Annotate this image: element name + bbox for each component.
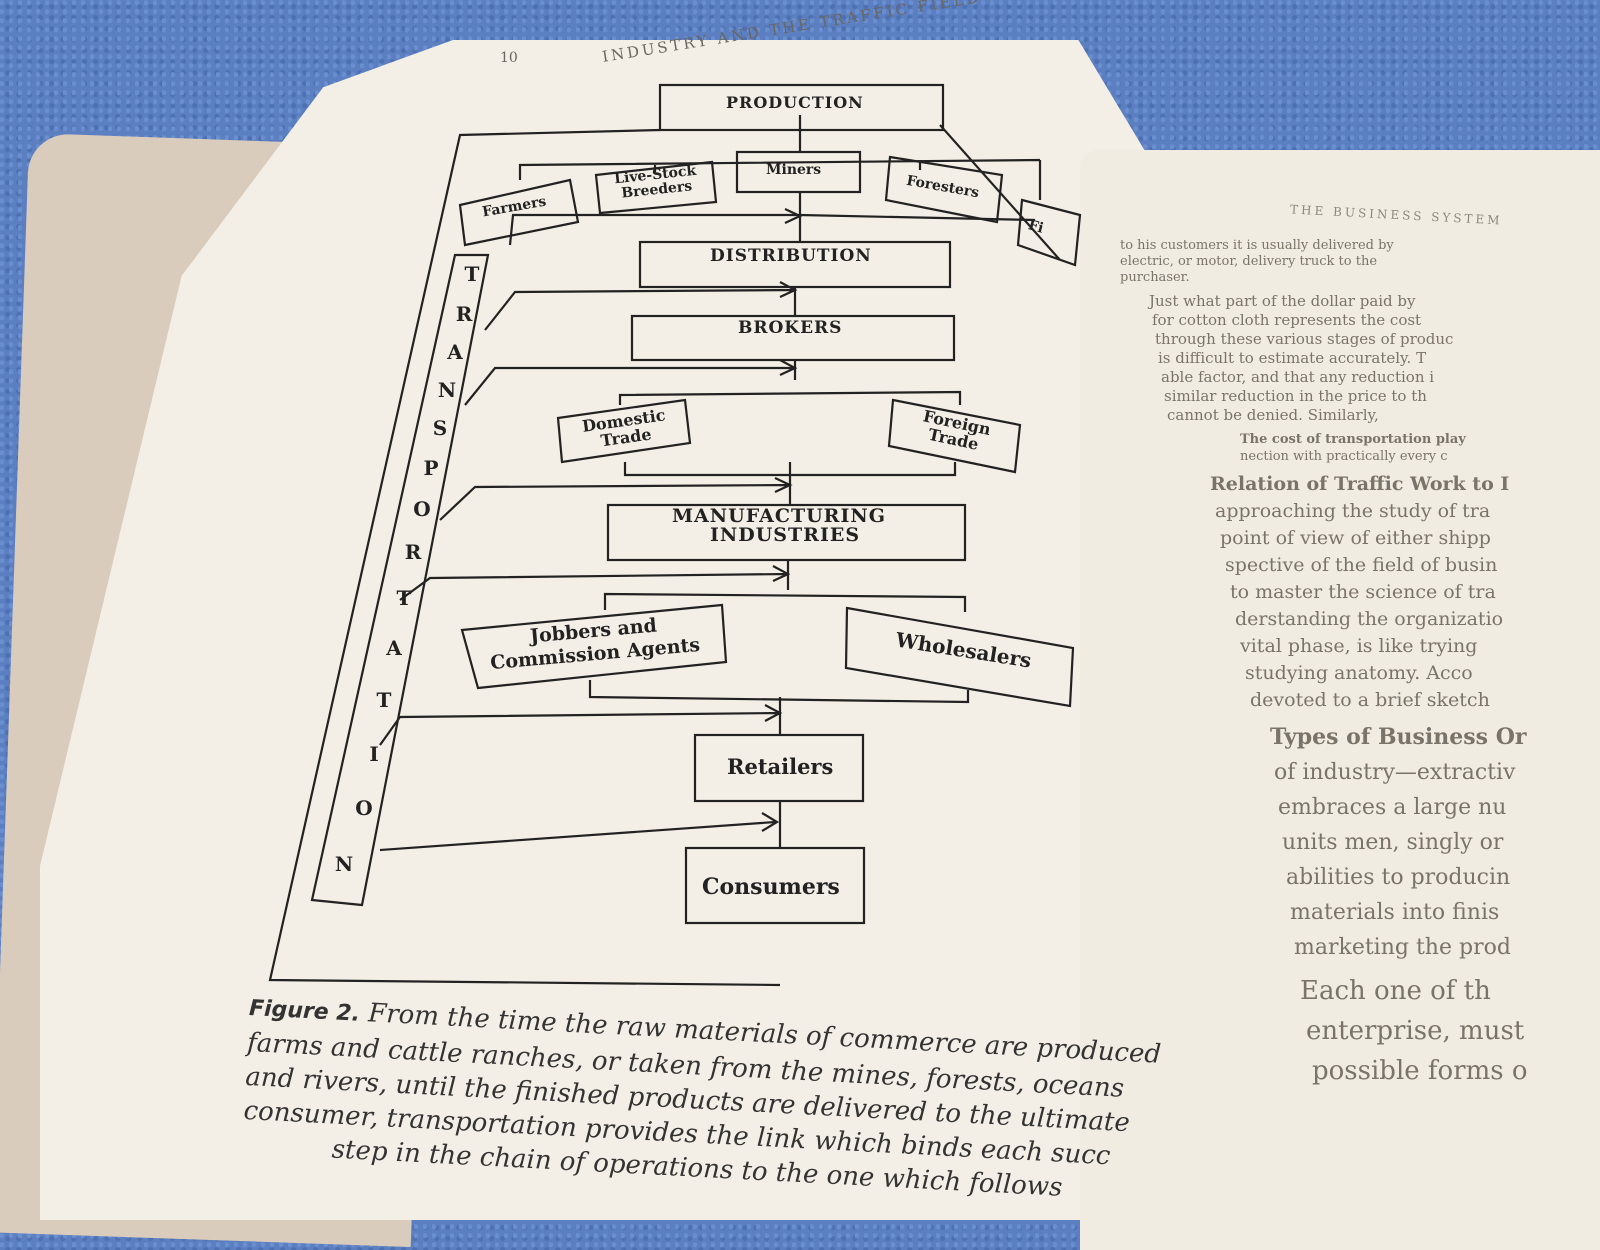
right-text-line: spective of the field of busin (1225, 554, 1498, 576)
transport-letter: O (413, 497, 431, 521)
producers-join (508, 213, 1036, 246)
right-text-line: to master the science of tra (1230, 581, 1496, 603)
right-text-line: electric, or motor, delivery truck to th… (1120, 254, 1378, 269)
right-text-line: of industry—extractiv (1274, 760, 1516, 785)
right-text-line: point of view of either shipp (1220, 527, 1491, 549)
transport-letter: N (334, 852, 354, 876)
right-text-line: studying anatomy. Acco (1245, 662, 1473, 684)
right-text-line: materials into finis (1290, 900, 1500, 925)
right-page-text: to his customers it is usually delivered… (1120, 238, 1600, 1198)
right-text-line: cannot be denied. Similarly, (1167, 406, 1379, 424)
foreign-trade-box (887, 398, 1022, 474)
distribution-label: DISTRIBUTION (710, 246, 872, 266)
line-to-retailers (379, 697, 783, 746)
transport-letter: A (386, 636, 402, 660)
transport-letter: N (437, 378, 457, 402)
figure-label: Figure 2. (248, 995, 361, 1027)
right-text-line: Relation of Traffic Work to I (1210, 473, 1510, 495)
right-text-line: approaching the study of tra (1215, 500, 1491, 522)
right-text-line: Types of Business Or (1270, 724, 1527, 750)
domestic-trade-box (556, 398, 692, 464)
right-text-line: through these various stages of produc (1155, 330, 1454, 348)
right-text-line: embraces a large nu (1278, 795, 1507, 820)
manufacturing-label-1: MANUFACTURING (672, 505, 886, 527)
transport-letter: T (396, 586, 412, 610)
transport-letter: O (355, 796, 373, 820)
right-text-line: similar reduction in the price to th (1164, 387, 1427, 405)
right-text-line: purchaser. (1120, 270, 1190, 285)
production-label: PRODUCTION (726, 93, 864, 112)
jobbers-box (460, 603, 728, 690)
line-to-trade (464, 359, 962, 406)
foresters-box (884, 155, 1004, 224)
right-text-line: vital phase, is like trying (1240, 635, 1478, 657)
right-text-line: is difficult to estimate accurately. T (1158, 349, 1427, 367)
right-text-line: abilities to producin (1286, 865, 1511, 890)
outer-frame (268, 115, 802, 987)
transportation-column (310, 253, 490, 907)
page-number: 10 (500, 50, 518, 66)
right-text-line: derstanding the organizatio (1235, 608, 1504, 630)
consumers-box (684, 846, 866, 925)
miners-label: Miners (766, 162, 822, 178)
brokers-label: BROKERS (738, 318, 843, 338)
production-box (658, 83, 945, 132)
line-to-brokers (484, 281, 798, 331)
right-text-line: enterprise, must (1306, 1016, 1525, 1046)
right-text-line: Each one of th (1300, 976, 1491, 1006)
transport-letter: P (423, 456, 439, 480)
transport-letter: R (455, 302, 473, 326)
flow-diagram (268, 83, 1082, 987)
brokers-box (630, 314, 956, 362)
consumers-label: Consumers (702, 874, 840, 900)
farmers-box (458, 178, 580, 247)
transport-letter: R (404, 540, 422, 564)
line-to-manufacturing (439, 462, 793, 521)
right-text-line: units men, singly or (1282, 830, 1504, 855)
transport-letter: T (376, 688, 392, 712)
right-text-line: nection with practically every c (1240, 449, 1448, 464)
line-to-jobbers (399, 560, 967, 612)
left-page (40, 40, 1220, 1220)
right-text-line: marketing the prod (1294, 935, 1511, 960)
fi-box (1016, 198, 1082, 267)
wholesalers-box (844, 606, 1075, 708)
manufacturing-box (606, 503, 967, 562)
retailers-label: Retailers (727, 754, 834, 779)
manufacturing-label-2: INDUSTRIES (710, 524, 861, 546)
transport-letter: S (432, 416, 448, 440)
line-to-consumers (379, 801, 782, 852)
arrow-distribution (784, 192, 803, 242)
right-text-line: able factor, and that any reduction i (1161, 368, 1435, 386)
transport-letter: T (464, 262, 480, 286)
right-text-line: to his customers it is usually delivered… (1120, 238, 1394, 253)
miners-box (735, 150, 862, 194)
right-text-line: devoted to a brief sketch (1250, 689, 1490, 711)
right-text-line: Just what part of the dollar paid by (1149, 292, 1416, 310)
right-text-line: possible forms o (1312, 1056, 1528, 1086)
livestock-box (594, 160, 718, 215)
right-page (1080, 150, 1600, 1250)
transport-letter: A (447, 340, 463, 364)
right-text-line: The cost of transportation play (1240, 432, 1466, 447)
right-text-line: for cotton cloth represents the cost (1152, 311, 1422, 329)
transport-letter: I (369, 742, 379, 766)
